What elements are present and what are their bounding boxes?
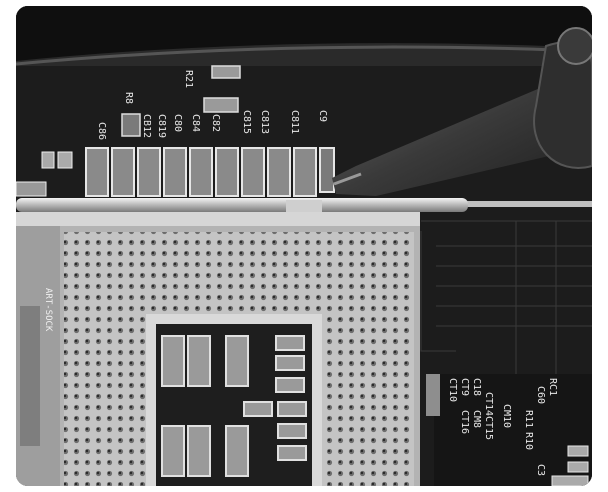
silk-c815: C815 [241,110,252,134]
cavity-capacitors [161,335,307,477]
silk-ct9: CT9 [459,378,470,396]
silk-c819: C819 [156,114,167,138]
resistor-r8-a [203,97,239,113]
silk-r11: R11 [523,410,534,428]
socket-label: ART-SOCK [43,288,53,332]
soldering-iron [332,27,592,196]
silk-cm8: CM8 [471,410,482,428]
silk-c84: C84 [190,114,201,132]
board-edge-line [420,201,592,207]
silk-c811: C811 [289,110,300,134]
silk-r21: R21 [183,70,194,88]
silk-right-labels: CT10 CT9 C18 CT16 CM8 CT15 CM10 CT14 R11… [447,378,558,476]
silk-r8: R8 [123,92,134,104]
silk-ct14: CT14 [483,392,494,416]
silk-ct16: CT16 [459,410,470,434]
socket-lever [16,198,468,212]
silk-ct15: CT15 [483,416,494,440]
silk-c3: C3 [535,464,546,476]
silk-c9: C9 [317,110,328,122]
resistor-r8 [121,113,141,137]
silk-c82: C82 [210,114,221,132]
silk-rc1: RC1 [547,378,558,396]
silk-r10: R10 [523,432,534,450]
silk-cb12: CB12 [141,114,152,138]
silk-c18: C18 [471,378,482,396]
right-small-parts [551,445,589,486]
cable-edge [16,45,557,66]
silk-c60: C60 [535,386,546,404]
right-component-area [434,374,592,486]
silk-cm10: CM10 [501,404,512,428]
silk-c80: C80 [172,114,183,132]
photo-frame: R21 R8 C86 CB12 C819 C80 C84 C82 C815 C8… [16,6,592,486]
silk-top-row: C86 CB12 C819 C80 C84 C82 C815 C813 C811… [96,110,328,140]
silk-ct10: CT10 [447,378,458,402]
shadow-region [16,6,592,61]
silk-c86: C86 [96,122,107,140]
motherboard-photo: R21 R8 C86 CB12 C819 C80 C84 C82 C815 C8… [16,6,592,486]
capacitor-row [16,147,335,197]
resistor-r21 [211,65,241,79]
pcb-traces [420,220,592,376]
silk-c813: C813 [259,110,270,134]
side-component [426,374,440,416]
